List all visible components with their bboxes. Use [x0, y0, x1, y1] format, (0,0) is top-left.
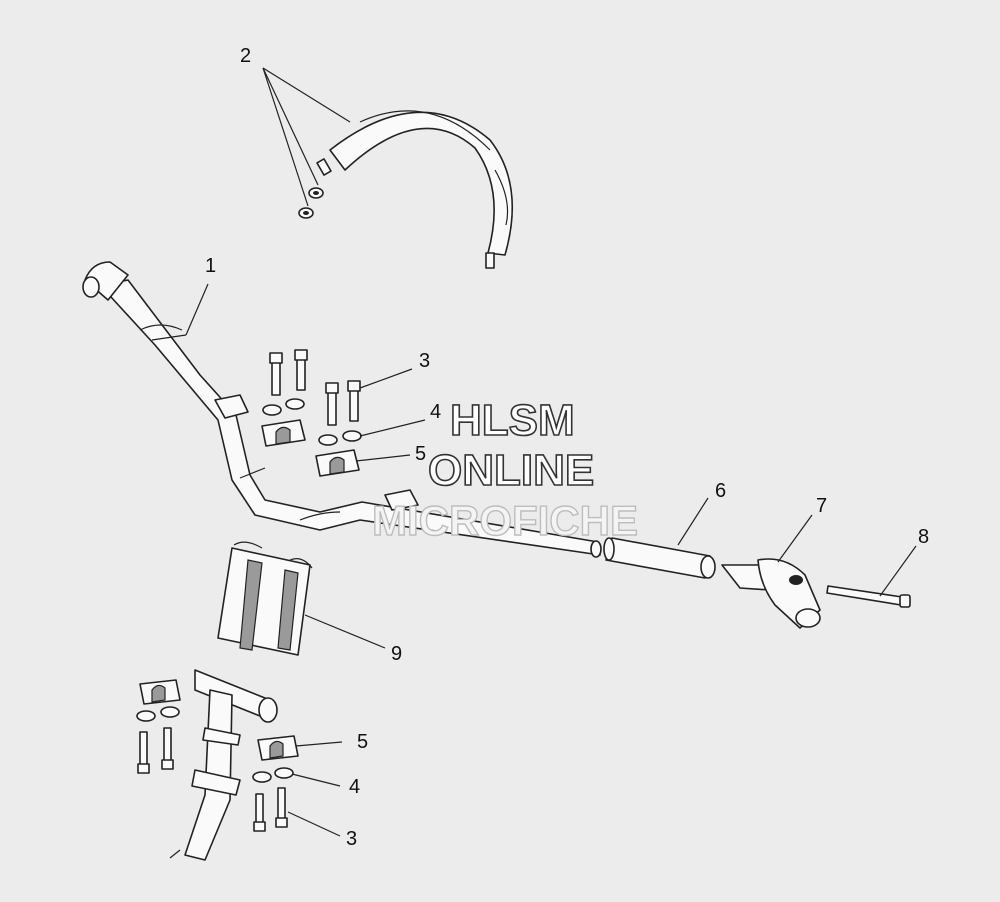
- callout-9: 9: [391, 643, 402, 665]
- callout-2: 2: [240, 45, 251, 67]
- part-5-clamps-top: [261, 419, 360, 477]
- part-7-end-fitting: [721, 558, 821, 629]
- callout-3-top: 3: [419, 350, 430, 372]
- part-1-handlebar: [82, 261, 602, 558]
- part-9-mount-bracket: [217, 541, 313, 656]
- watermark-line1: HLSM: [450, 396, 575, 445]
- part-8-long-bolt: [826, 585, 911, 608]
- part-5-clamps-bottom: [139, 679, 299, 761]
- lower-riser-column: [169, 669, 278, 861]
- callout-5-bottom: 5: [357, 731, 368, 753]
- part-3-bolts-top: [269, 349, 361, 426]
- callout-1: 1: [205, 255, 216, 277]
- part-2-washers: [298, 187, 324, 219]
- part-3-bolts-bottom: [137, 727, 288, 832]
- part-4-washers-bottom: [136, 706, 294, 783]
- callout-8: 8: [918, 526, 929, 548]
- callout-6: 6: [715, 480, 726, 502]
- callout-numbers: 2 1 3 4 5 6 7 8 9 5 4 3: [205, 45, 929, 850]
- part-4-washers-top: [262, 398, 362, 446]
- callout-5-top: 5: [415, 443, 426, 465]
- part-6-grip: [603, 537, 716, 579]
- callout-4-top: 4: [430, 401, 441, 423]
- part-2-arch-guard: [316, 110, 514, 269]
- leader-lines: [185, 67, 917, 837]
- callout-7: 7: [816, 495, 827, 517]
- watermark: HLSM ONLINE MICROFICHE: [371, 395, 638, 545]
- callout-4-bottom: 4: [349, 776, 360, 798]
- watermark-line2: ONLINE: [428, 446, 594, 495]
- callout-3-bottom: 3: [346, 828, 357, 850]
- watermark-line3: MICROFICHE: [372, 497, 638, 544]
